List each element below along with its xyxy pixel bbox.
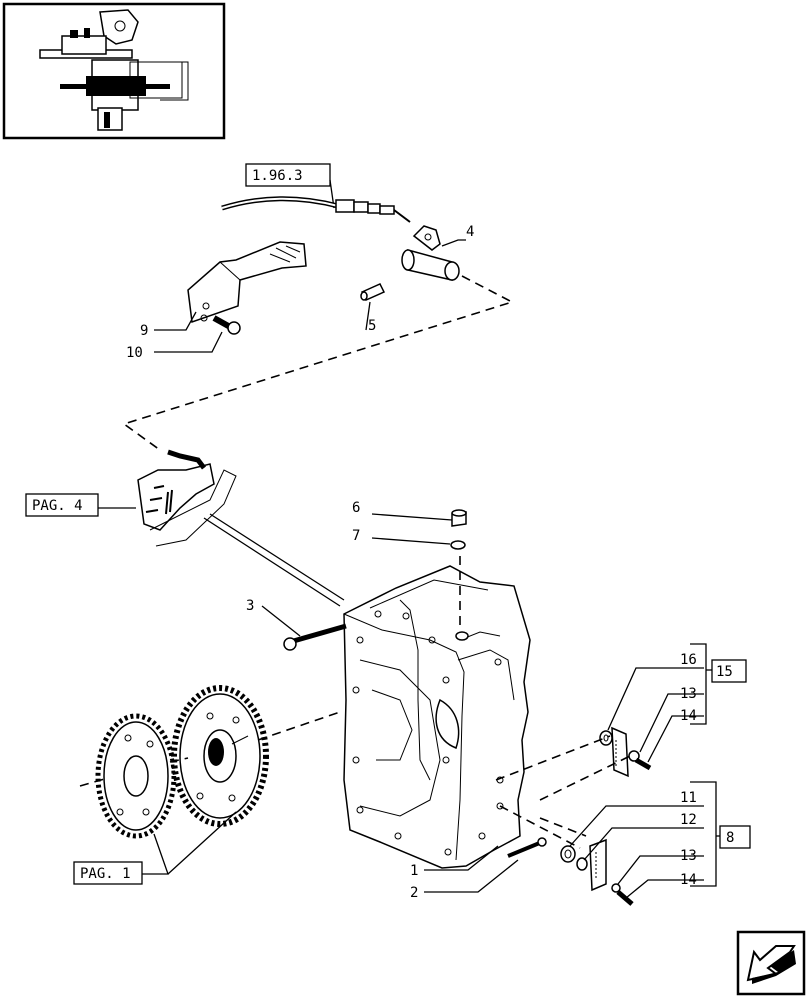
screw-part[interactable] — [212, 315, 241, 335]
callout-14-upper: 14 — [680, 708, 697, 724]
reference-1-96-3[interactable]: 1.96.3 — [245, 163, 331, 187]
screw-6-part[interactable] — [451, 509, 467, 527]
reference-1-96-3-text: 1.96.3 — [252, 168, 303, 184]
lever-assembly[interactable] — [137, 449, 237, 547]
callout-2: 2 — [410, 885, 418, 901]
reference-pag-1-text: PAG. 1 — [80, 866, 131, 882]
bracket-part[interactable] — [187, 241, 307, 324]
reference-8-text: 8 — [726, 830, 734, 846]
callout-13-lower: 13 — [680, 848, 697, 864]
reference-pag-4[interactable]: PAG. 4 — [25, 493, 99, 517]
callout-4: 4 — [466, 224, 474, 240]
callout-11: 11 — [680, 790, 697, 806]
bolt-14-upper[interactable] — [628, 750, 652, 771]
callout-14-lower: 14 — [680, 872, 697, 888]
washer-7-part[interactable] — [450, 540, 466, 550]
washer-12-part[interactable] — [576, 857, 588, 871]
callout-3: 3 — [246, 598, 254, 614]
pin-2-part[interactable] — [507, 837, 547, 858]
cover-plate-lower[interactable] — [589, 838, 607, 892]
back-arrow-icon[interactable] — [736, 930, 806, 996]
pin-part[interactable] — [360, 283, 386, 301]
callout-13-upper: 13 — [680, 686, 697, 702]
assembly-thumbnail-icon[interactable] — [2, 2, 226, 140]
callout-9: 9 — [140, 323, 148, 339]
reference-15-text: 15 — [716, 664, 733, 680]
bolt-14-lower[interactable] — [611, 883, 634, 906]
callout-1: 1 — [410, 863, 418, 879]
gear-housing[interactable] — [343, 565, 531, 869]
reference-8[interactable]: 8 — [719, 825, 751, 849]
callout-16: 16 — [680, 652, 697, 668]
seal-11-part[interactable] — [560, 845, 576, 863]
callout-5: 5 — [368, 318, 376, 334]
sleeve-part[interactable] — [401, 225, 460, 281]
callout-6: 6 — [352, 500, 360, 516]
seal-16-part[interactable] — [599, 730, 613, 746]
reference-15[interactable]: 15 — [711, 659, 747, 683]
callout-10: 10 — [126, 345, 143, 361]
callout-12: 12 — [680, 812, 697, 828]
small-gear-part[interactable] — [95, 713, 177, 839]
cover-plate-upper[interactable] — [611, 726, 629, 778]
bolt-3-part[interactable] — [283, 623, 347, 651]
callout-7: 7 — [352, 528, 360, 544]
large-gear-part[interactable] — [171, 685, 269, 827]
reference-pag-4-text: PAG. 4 — [32, 498, 83, 514]
cable-fitting — [335, 199, 411, 223]
reference-pag-1[interactable]: PAG. 1 — [73, 861, 143, 885]
